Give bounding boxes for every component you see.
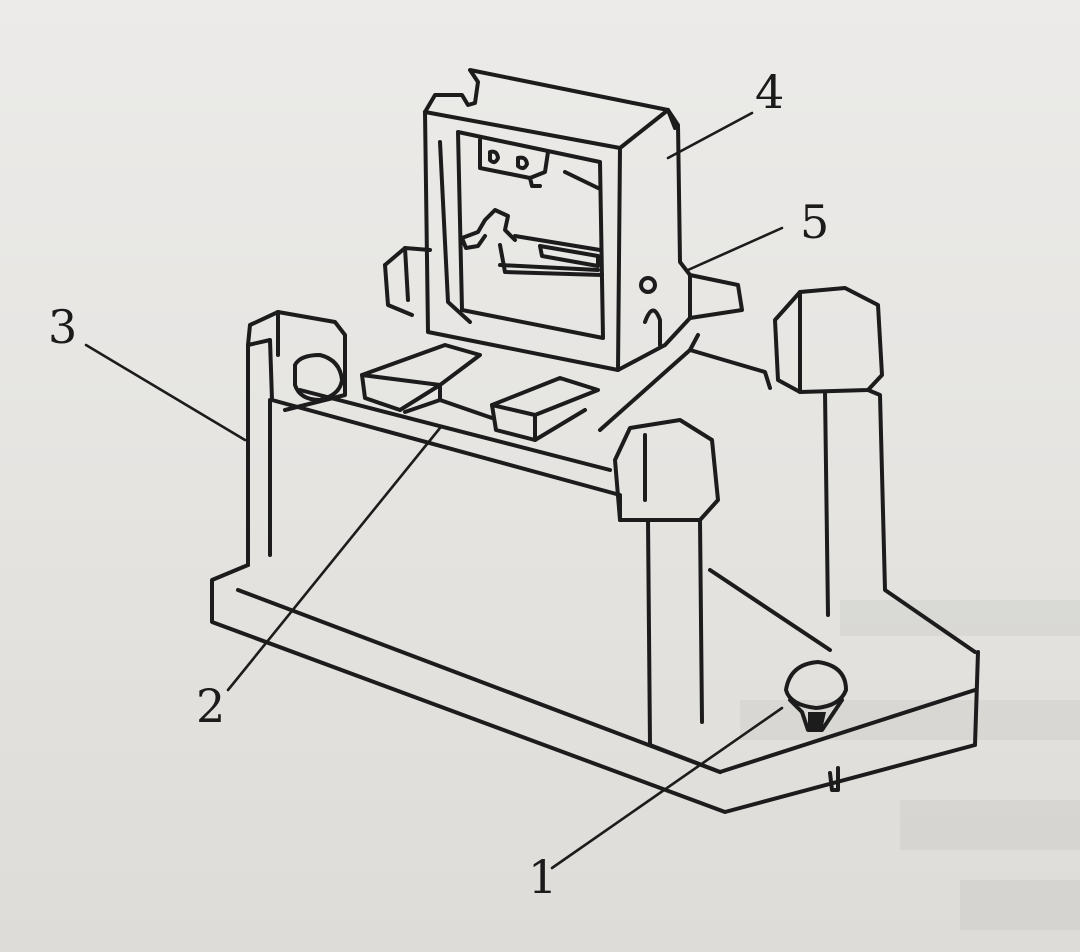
leader-line-3: [84, 343, 247, 442]
leader-line-5: [686, 226, 784, 272]
leader-lines: [84, 111, 784, 870]
slide-plate: [360, 246, 772, 442]
right-front-column: [613, 418, 722, 774]
locking-knob: [784, 660, 848, 732]
leader-line-1: [550, 706, 784, 870]
leader-line-4: [666, 111, 754, 160]
callout-label-1: 1: [528, 850, 557, 904]
callout-labels: 1 2 3 4 5: [48, 65, 829, 904]
base-plate: [210, 563, 980, 814]
bleed-through-text: [740, 600, 1080, 930]
callout-label-5: 5: [800, 195, 829, 249]
leader-line-2: [226, 426, 442, 692]
callout-label-3: 3: [48, 300, 77, 354]
dial-box: [423, 68, 692, 372]
callout-label-4: 4: [755, 65, 784, 119]
right-rear-column: [708, 286, 977, 654]
callout-label-2: 2: [196, 679, 225, 733]
